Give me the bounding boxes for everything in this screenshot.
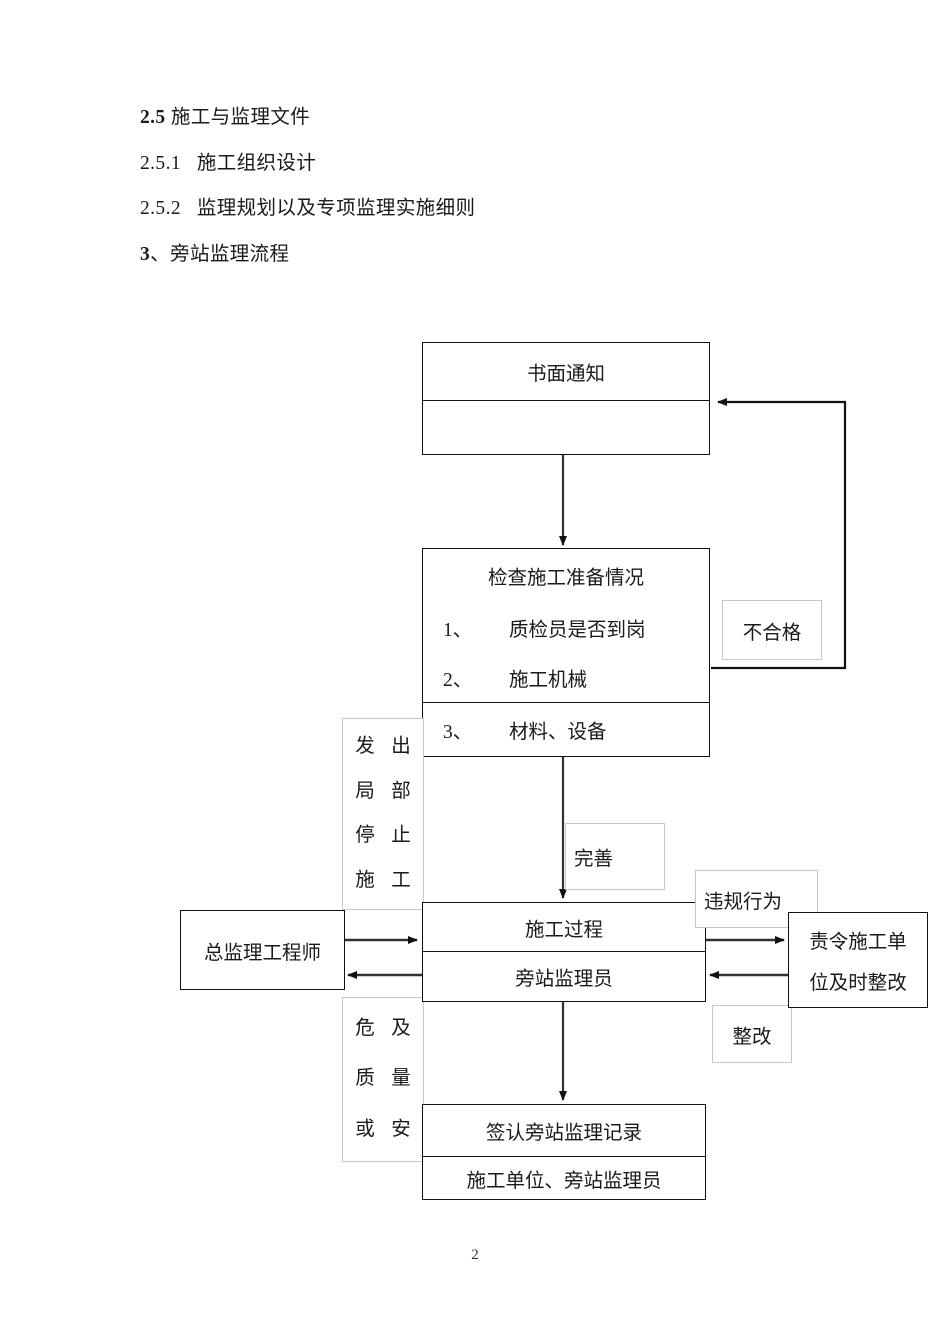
- paragraph-2-5: 2.5 施工与监理文件: [140, 108, 820, 128]
- stop-work-char-7: 施: [355, 869, 375, 891]
- danger-label-box: 危 及 质 量 或 安: [342, 997, 424, 1162]
- chief-engineer-box: 总监理工程师: [180, 910, 345, 990]
- improve-label-box: 完善: [565, 823, 665, 890]
- check-box-item-1-index: 1、: [443, 619, 473, 641]
- danger-char-2: 及: [391, 1017, 411, 1039]
- process-box-row-2-label: 旁站监理员: [515, 969, 613, 990]
- check-box-item-3: 3、 材料、设备: [423, 703, 709, 756]
- violation-label: 违规行为: [704, 891, 783, 913]
- page-number: 2: [471, 1247, 479, 1263]
- paragraph-2-5-1-text: 施工组织设计: [181, 152, 317, 174]
- paragraph-3: 3、旁站监理流程: [140, 243, 820, 265]
- order-rectify-line-1: 责令施工单: [809, 932, 907, 953]
- document-text-block: 2.5 施工与监理文件 2.5.1 施工组织设计 2.5.2 监理规划以及专项监…: [140, 108, 820, 290]
- check-box-item-1: 1、 质检员是否到岗: [423, 601, 709, 653]
- paragraph-2-5-1: 2.5.1 施工组织设计: [140, 152, 820, 174]
- reject-label: 不合格: [742, 622, 802, 644]
- paragraph-2-5-2-text: 监理规划以及专项监理实施细则: [181, 198, 476, 219]
- stop-work-char-8: 工: [391, 869, 411, 891]
- improve-label: 完善: [574, 849, 614, 870]
- danger-char-1: 危: [355, 1017, 375, 1039]
- paragraph-2-5-number: 2.5: [140, 107, 166, 128]
- record-box-row-2-label: 施工单位、旁站监理员: [466, 1170, 662, 1192]
- check-box-title: 检查施工准备情况: [487, 567, 644, 589]
- reject-label-box: 不合格: [722, 600, 822, 660]
- check-box-item-2-text: 施工机械: [509, 670, 588, 691]
- record-box-row-1-label: 签认旁站监理记录: [485, 1123, 642, 1144]
- process-box-row-2: 旁站监理员: [423, 952, 705, 1001]
- check-box-item-3-text: 材料、设备: [509, 722, 607, 743]
- process-box-row-1: 施工过程: [423, 903, 705, 952]
- stop-work-char-4: 部: [391, 780, 411, 802]
- danger-char-5: 或: [355, 1118, 375, 1140]
- notice-box-empty-row: [423, 401, 709, 455]
- chief-engineer-label: 总监理工程师: [203, 942, 321, 964]
- notice-box-title-row: 书面通知: [423, 343, 709, 401]
- stop-work-char-1: 发: [355, 736, 375, 758]
- check-box-item-2-index: 2、: [443, 670, 473, 691]
- danger-char-6: 安: [391, 1118, 411, 1140]
- danger-char-4: 量: [391, 1068, 411, 1090]
- order-rectify-text: 责令施工单 位及时整改: [789, 913, 927, 1007]
- construction-process-box: 施工过程 旁站监理员: [422, 902, 706, 1002]
- paragraph-3-text: 、旁站监理流程: [150, 243, 290, 265]
- check-box-item-2: 2、 施工机械: [423, 653, 709, 703]
- stop-work-char-3: 局: [355, 780, 375, 802]
- paragraph-3-number: 3: [140, 243, 151, 265]
- sign-record-box: 签认旁站监理记录 施工单位、旁站监理员: [422, 1104, 706, 1200]
- check-box-title-row: 检查施工准备情况: [423, 549, 709, 601]
- check-box-item-1-text: 质检员是否到岗: [509, 619, 646, 641]
- order-rectify-box: 责令施工单 位及时整改: [788, 912, 928, 1008]
- paragraph-2-5-2-number: 2.5.2: [140, 198, 181, 219]
- notice-box-title: 书面通知: [526, 364, 605, 385]
- stop-work-label-box: 发 出 局 部 停 止 施 工: [342, 718, 424, 910]
- rectify-label: 整改: [732, 1026, 772, 1048]
- stop-work-char-2: 出: [391, 736, 411, 758]
- record-box-row-2: 施工单位、旁站监理员: [423, 1157, 705, 1199]
- order-rectify-line-2: 位及时整改: [809, 973, 907, 994]
- check-box-item-3-index: 3、: [443, 722, 473, 743]
- process-box-row-1-label: 施工过程: [524, 919, 603, 941]
- rectify-label-box: 整改: [712, 1005, 792, 1063]
- paragraph-2-5-2: 2.5.2 监理规划以及专项监理实施细则: [140, 199, 820, 219]
- notice-box: 书面通知: [422, 342, 710, 455]
- paragraph-2-5-text: 施工与监理文件: [165, 107, 311, 128]
- check-preparation-box: 检查施工准备情况 1、 质检员是否到岗 2、 施工机械 3、 材料、设备: [422, 548, 710, 757]
- stop-work-char-6: 止: [391, 825, 411, 847]
- paragraph-2-5-1-number: 2.5.1: [140, 152, 181, 174]
- stop-work-char-5: 停: [355, 825, 375, 847]
- record-box-row-1: 签认旁站监理记录: [423, 1105, 705, 1157]
- danger-char-3: 质: [355, 1068, 375, 1090]
